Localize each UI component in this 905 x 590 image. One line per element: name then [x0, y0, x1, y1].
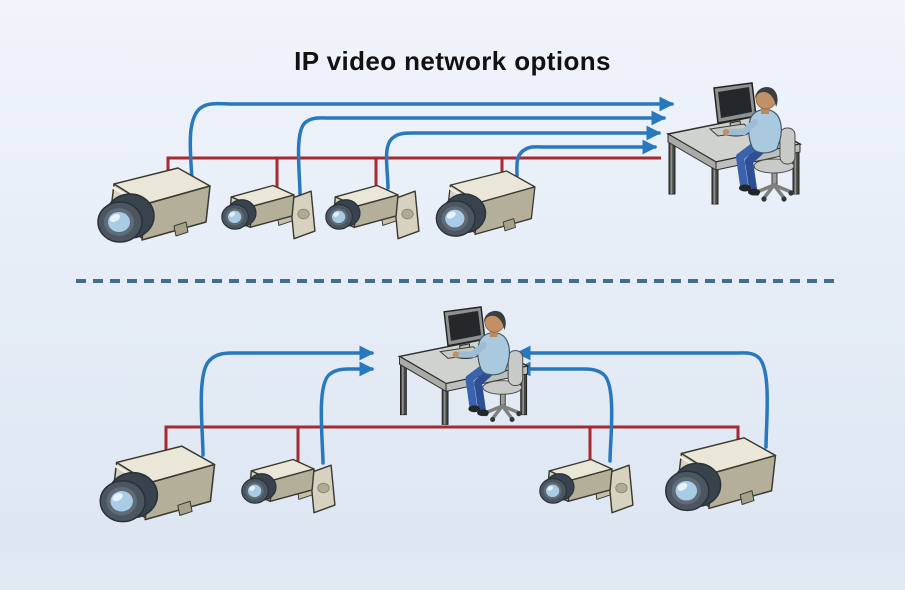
data-line-camera-3 [384, 125, 662, 190]
bottom-network [99, 307, 777, 523]
data-lines-bottom [199, 345, 769, 465]
camera-1 [96, 166, 212, 244]
camera-6 [241, 458, 336, 514]
camera-4 [435, 169, 536, 238]
diagram-title: IP video network options [294, 46, 611, 76]
data-line-camera-2 [296, 110, 667, 196]
power-cable-bus-top [166, 156, 661, 196]
data-line-camera-4 [515, 139, 658, 178]
workstation-top [668, 83, 800, 204]
camera-5 [99, 444, 216, 523]
data-line-camera-8 [515, 345, 769, 449]
camera-8 [664, 436, 777, 512]
top-network [96, 83, 800, 244]
data-lines-top [188, 96, 675, 196]
camera-7 [539, 458, 634, 514]
data-line-camera-6 [319, 361, 375, 465]
camera-3 [325, 184, 420, 240]
data-line-camera-7 [515, 361, 614, 463]
data-line-camera-1 [188, 96, 675, 186]
data-line-camera-5 [199, 345, 375, 457]
workstation-bottom [400, 307, 528, 424]
power-cable-bus-bottom [164, 425, 740, 466]
